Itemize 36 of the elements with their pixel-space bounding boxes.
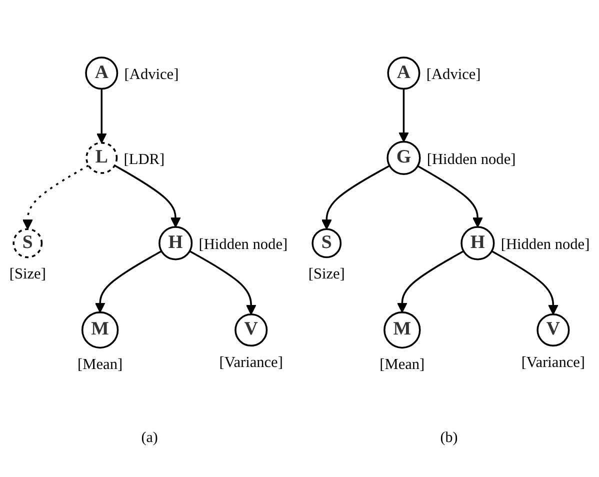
node-circle: G: [386, 140, 421, 175]
node-circle: H: [460, 226, 495, 260]
arrow: [396, 250, 464, 313]
arrow: [398, 88, 409, 142]
arrow: [491, 250, 558, 315]
node-circle: L: [86, 142, 118, 174]
node-caption: [Hidden node]: [426, 150, 516, 168]
node-caption: [Advice]: [124, 66, 179, 84]
arrow: [189, 250, 256, 315]
panel-label: (b): [440, 430, 458, 447]
node-caption: [Variance]: [521, 354, 586, 371]
node-caption: [Size]: [308, 266, 345, 282]
arrow: [96, 88, 107, 144]
node-caption: [LDR]: [124, 150, 165, 168]
node-caption: [Size]: [9, 266, 46, 282]
arrow: [22, 164, 89, 230]
node-circle: M: [384, 311, 421, 349]
node-caption: [Mean]: [380, 356, 425, 373]
node-circle: S: [312, 228, 342, 258]
node-circle: H: [158, 226, 193, 260]
node-caption: [Mean]: [78, 356, 123, 373]
panel-label: (a): [141, 430, 158, 447]
node-circle: M: [81, 311, 119, 349]
node-caption: [Advice]: [426, 66, 481, 84]
node-circle: A: [387, 56, 420, 90]
arrow: [417, 165, 483, 228]
arrow: [321, 164, 390, 230]
node-circle: A: [85, 56, 118, 90]
node-circle: V: [234, 314, 268, 347]
node-caption: [Variance]: [219, 354, 283, 371]
node-caption: [Hidden node]: [198, 236, 288, 254]
node-caption: [Hidden node]: [500, 236, 590, 254]
arrow: [114, 164, 181, 228]
node-circle: V: [536, 314, 570, 347]
arrow: [94, 250, 162, 313]
node-circle: S: [12, 228, 43, 258]
